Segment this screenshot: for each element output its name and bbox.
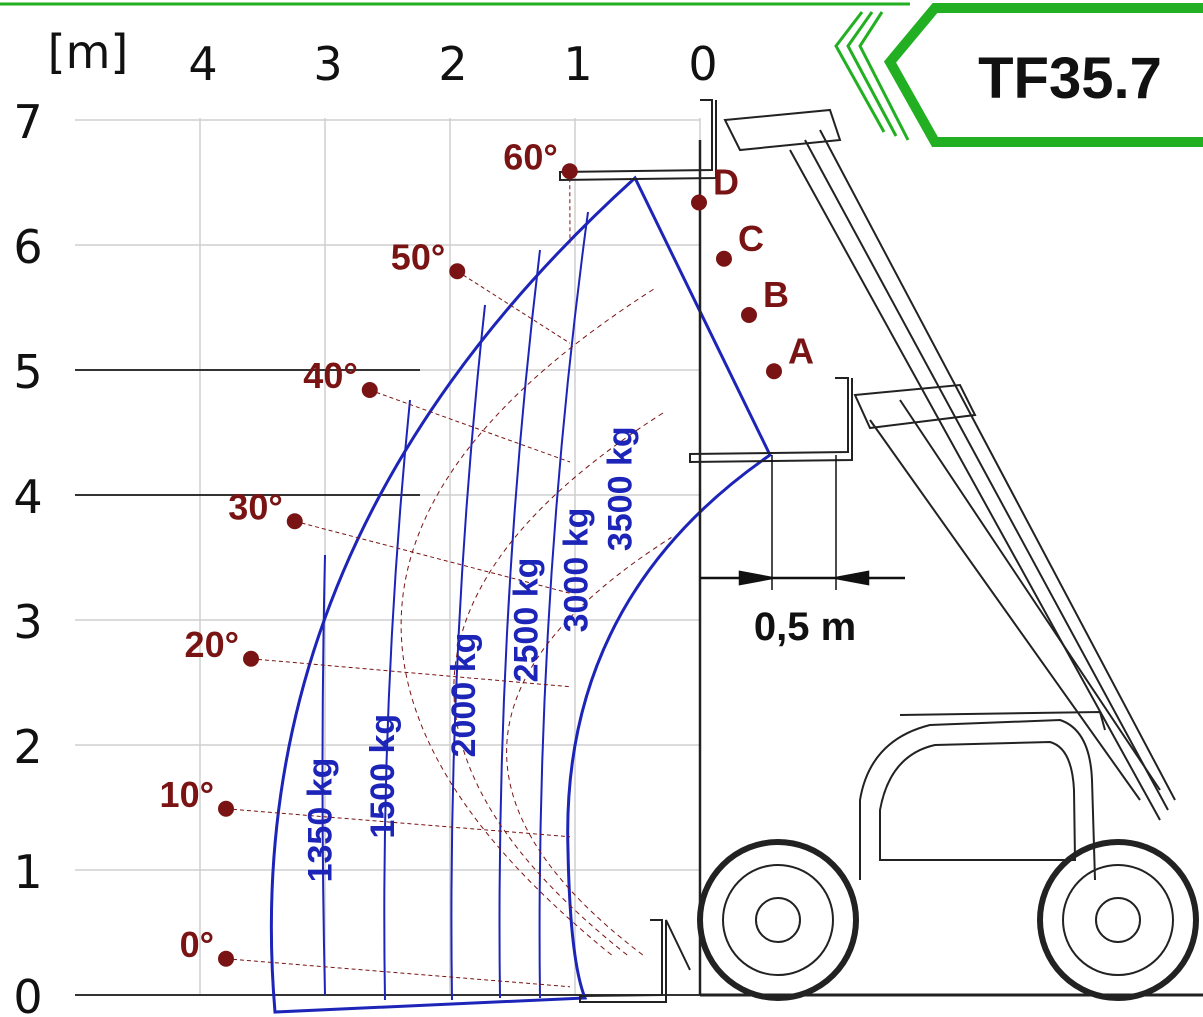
position-label: B [763,274,789,315]
load-envelope [269,175,772,1014]
load-zone-label: 1500 kg [364,714,402,839]
load-boundary [538,211,589,999]
dimension-label: 0,5 m [754,605,856,649]
load-zone-label: 2500 kg [508,558,546,683]
angle-dot [361,382,378,398]
x-tick-label: 4 [188,37,217,91]
angle-dot [218,950,234,967]
position-dot [766,363,782,380]
x-axis-ticks: 4 3 2 1 0 [188,37,717,91]
load-zone-label: 3000 kg [558,508,596,633]
load-zone-label: 2000 kg [445,633,483,758]
load-zone-labels: 1350 kg 1500 kg 2000 kg 2500 kg 3000 kg3500 … [301,426,639,882]
angle-label: 10° [160,774,214,815]
y-tick-label: 7 [13,95,42,149]
envelope-outline [269,175,772,1014]
position-dot [716,250,732,267]
position-dot [741,307,757,323]
y-tick-label: 3 [13,595,42,649]
x-tick-label: 3 [313,37,342,91]
angle-ray [250,658,571,688]
angle-label: 0° [180,924,214,965]
angle-ray [225,958,571,988]
y-tick-label: 6 [13,220,42,274]
angle-label: 60° [503,136,557,177]
load-boundary [383,399,411,1001]
telehandler-drawing [559,99,1203,1003]
extension-arc [453,412,664,956]
y-tick-label: 4 [13,470,42,524]
angle-label: 40° [303,355,357,396]
load-zone-label: 1350 kg [301,758,339,883]
y-tick-label: 1 [13,845,42,899]
angle-ray [225,808,571,838]
position-label: C [738,218,764,259]
angle-ray [294,520,571,594]
model-badge [883,3,1203,147]
angle-dot [561,163,578,180]
angle-ray [369,389,571,463]
extension-arc [506,536,672,956]
angle-label: 30° [228,486,282,527]
load-boundary [321,554,326,996]
axis-unit: [m] [48,25,129,79]
angle-dot [286,513,303,530]
y-axis-ticks: 0 1 2 3 4 5 6 7 [13,95,42,1017]
angle-dot [243,650,259,667]
load-zone-label: 3500 kg [601,426,639,551]
angle-label: 20° [185,624,239,665]
x-tick-label: 2 [438,37,467,91]
boom-angle-markers: 0° 10° 20° 30° 40° 50° 60° [160,136,578,988]
y-tick-label: 5 [13,345,42,399]
angle-label: 50° [391,236,445,277]
load-boundary [450,304,486,1001]
model-label: TF35.7 [978,46,1162,111]
y-tick-label: 0 [13,970,42,1017]
x-tick-label: 0 [688,37,717,91]
x-tick-label: 1 [563,37,592,91]
dimension-marker [700,455,905,590]
angle-dot [449,263,466,280]
position-dot [691,194,707,211]
brand-swoosh [834,11,910,141]
y-tick-label: 2 [13,720,42,774]
load-boundary [498,249,541,999]
position-label: A [788,330,814,371]
angle-ray [456,270,571,344]
position-label: D [713,162,739,203]
grid [75,118,701,996]
angle-dot [218,800,234,817]
